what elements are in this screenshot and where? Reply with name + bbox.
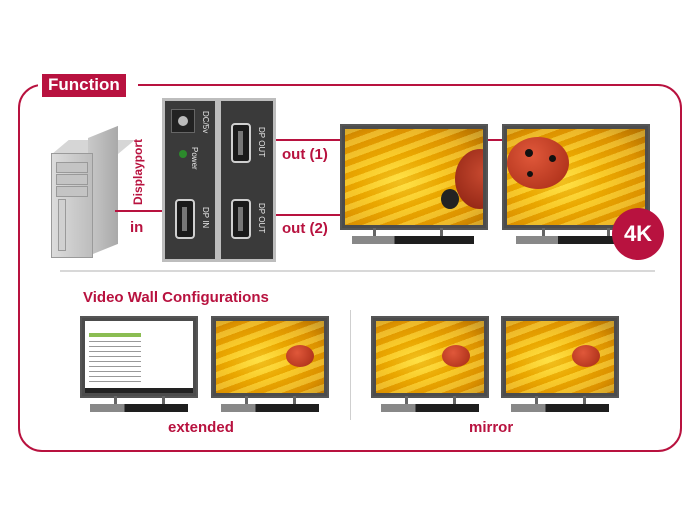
- dp-out-1-label: DP OUT: [257, 127, 266, 158]
- ladybug-image: [216, 321, 324, 393]
- dp-in-port: [175, 199, 195, 239]
- video-wall-heading: Video Wall Configurations: [83, 289, 269, 306]
- mirror-label: mirror: [469, 419, 514, 436]
- output-cable-2: [276, 214, 342, 216]
- monitor-extended-image: [211, 316, 329, 414]
- dc-label: DC/5v: [201, 111, 210, 134]
- spreadsheet-image: [85, 321, 193, 393]
- monitor-output-2: [502, 124, 650, 248]
- power-label: Power: [190, 147, 199, 170]
- dp-out-port-1: [231, 123, 251, 163]
- splitter-input-panel: DC/5v Power DP IN: [162, 98, 218, 262]
- ladybug-image: [376, 321, 484, 393]
- monitor-output-1: [340, 124, 488, 248]
- section-divider: [60, 270, 655, 272]
- monitor-mirror-2: [501, 316, 619, 414]
- section-title: Function: [42, 74, 126, 97]
- output-cable-1: [276, 139, 342, 141]
- ladybug-closeup-image: [507, 129, 645, 225]
- ladybug-image: [506, 321, 614, 393]
- config-divider: [350, 310, 351, 420]
- monitor-link-cable: [486, 139, 504, 141]
- dc-power-jack-icon: [171, 109, 195, 133]
- input-cable-line: [115, 210, 163, 212]
- splitter-output-panel: DP OUT DP OUT: [218, 98, 276, 262]
- dp-out-2-label: DP OUT: [257, 203, 266, 234]
- out-1-label: out (1): [282, 146, 328, 163]
- monitor-mirror-1: [371, 316, 489, 414]
- 4k-badge: 4K: [612, 208, 664, 260]
- function-frame: [18, 84, 682, 452]
- dp-out-port-2: [231, 199, 251, 239]
- ladybug-image: [345, 129, 483, 225]
- displayport-label: Displayport: [131, 138, 145, 205]
- out-2-label: out (2): [282, 220, 328, 237]
- power-led-icon: [179, 150, 187, 158]
- extended-label: extended: [168, 419, 234, 436]
- dp-in-label: DP IN: [201, 207, 210, 229]
- monitor-extended-spreadsheet: [80, 316, 198, 414]
- in-label: in: [130, 219, 144, 236]
